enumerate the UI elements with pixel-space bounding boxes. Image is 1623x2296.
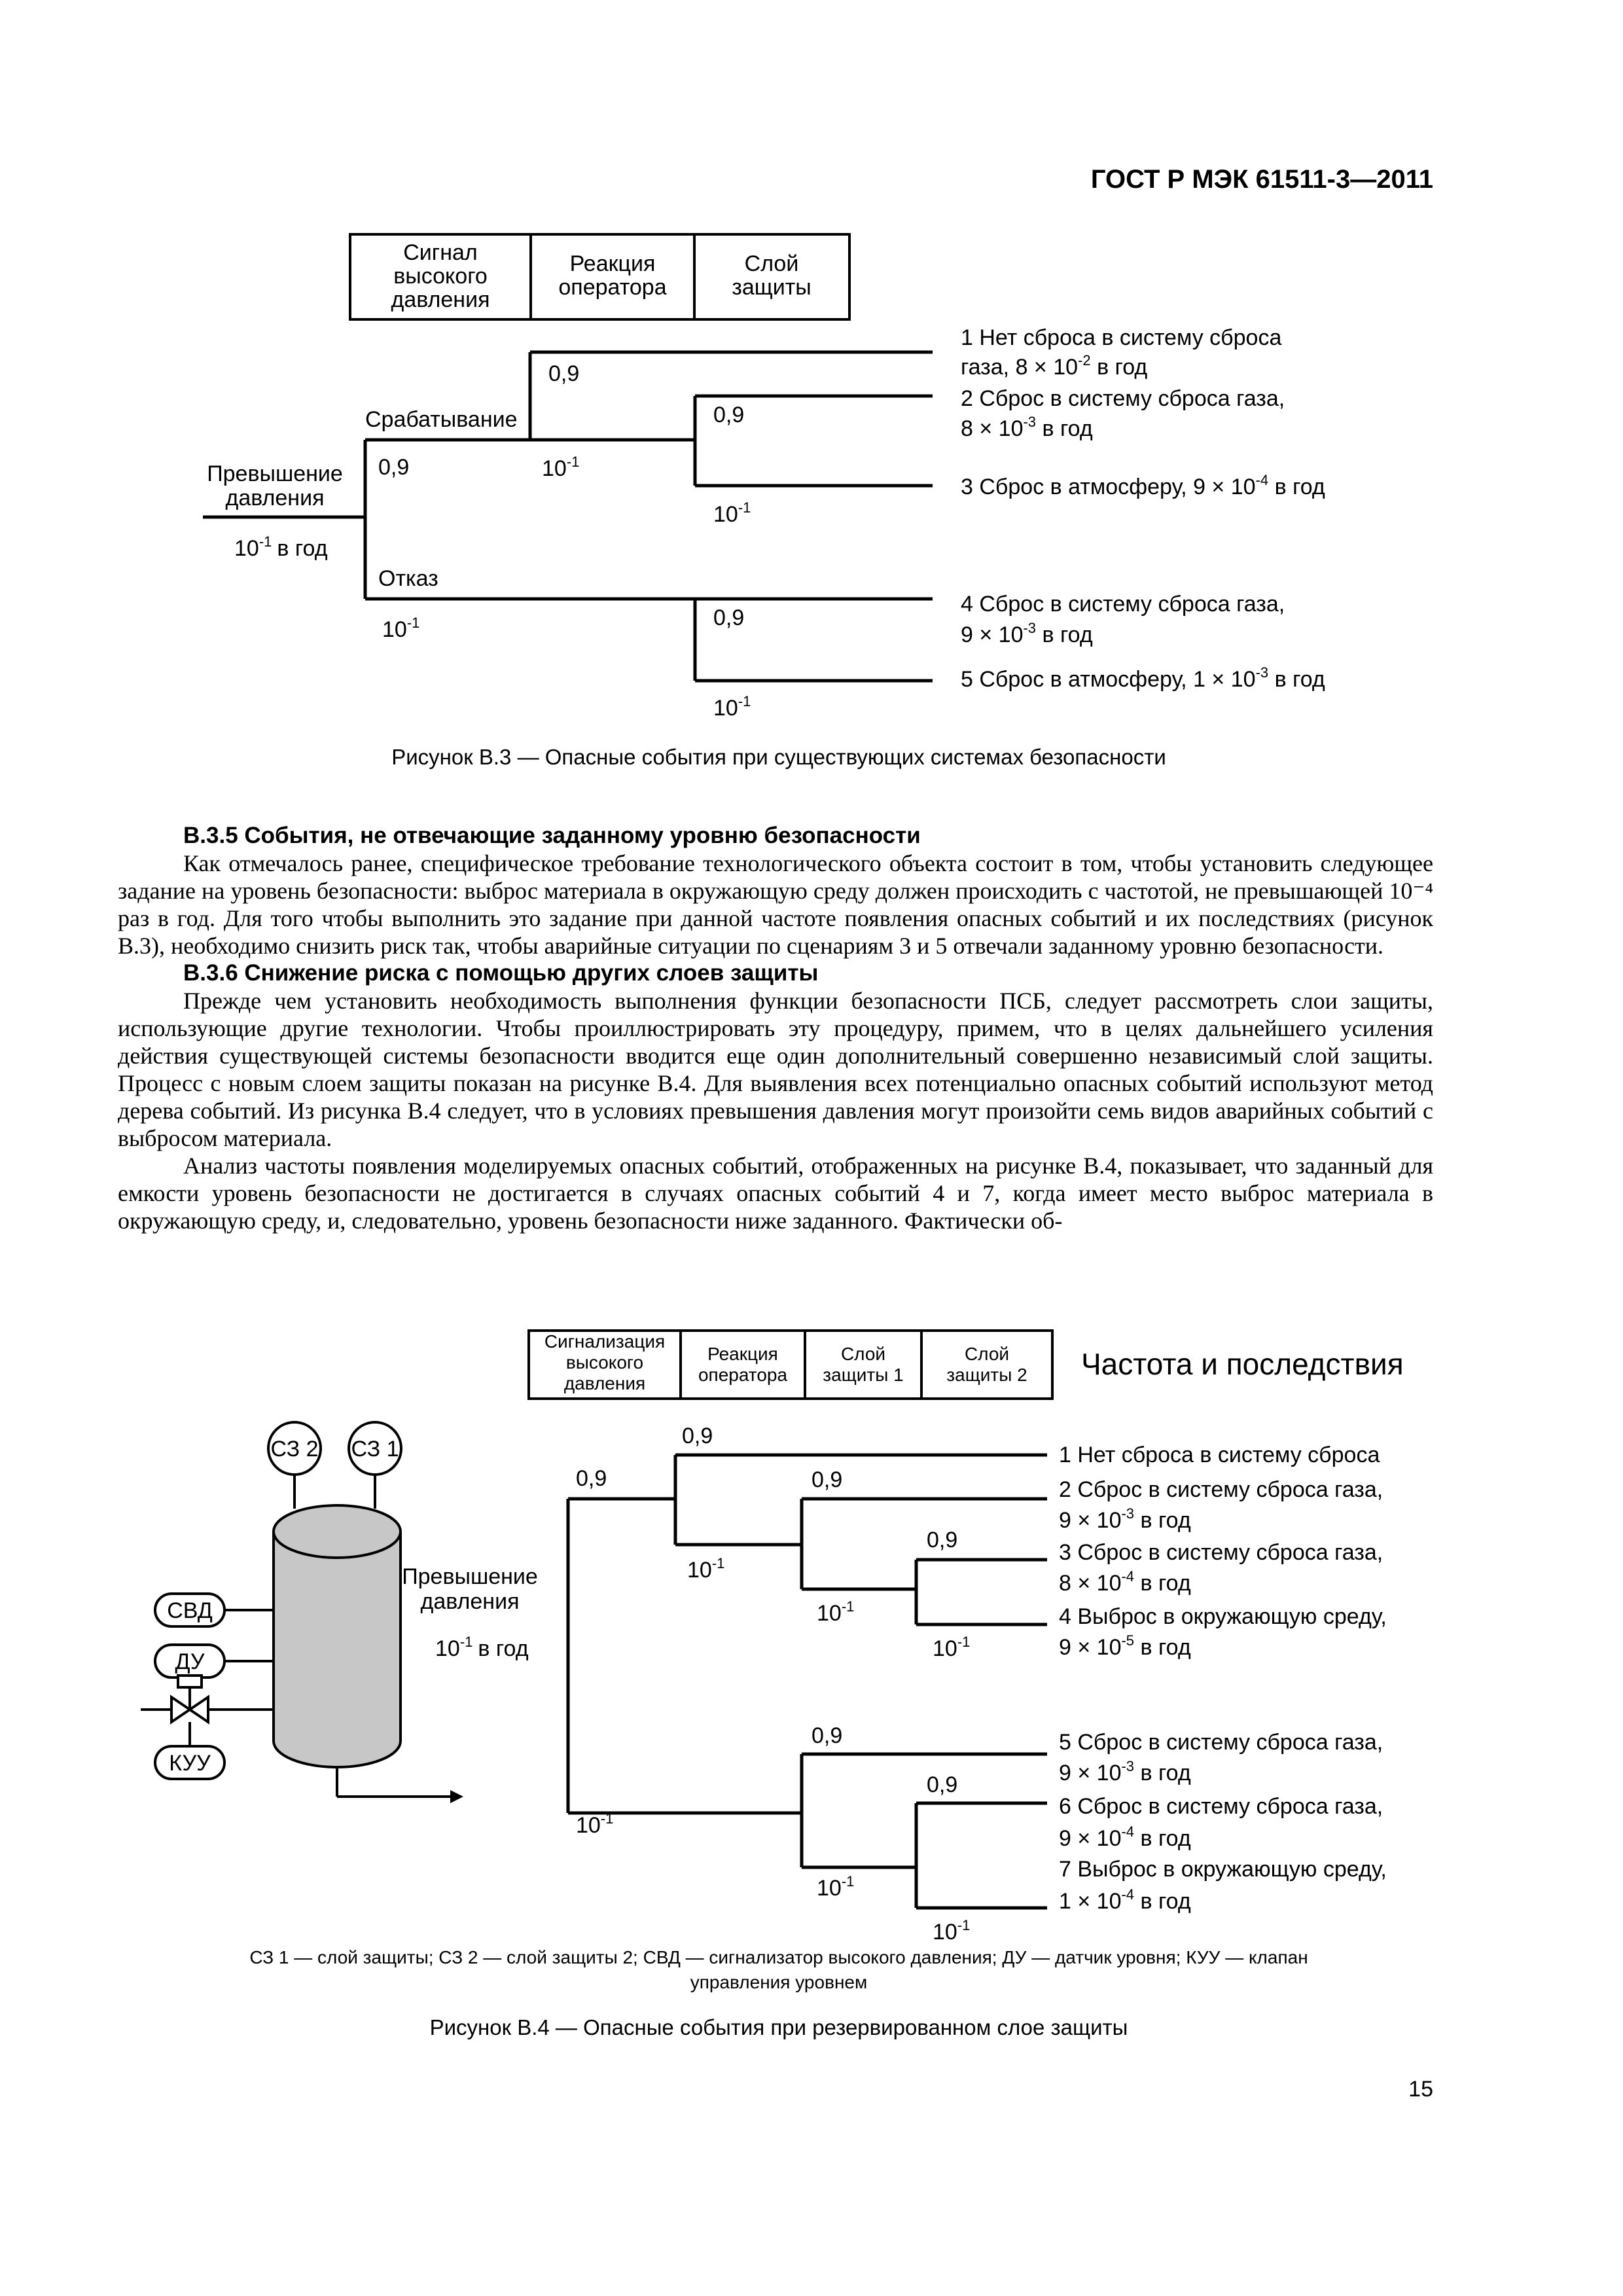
figure-b4: Сигнализация высокого давления Реакция о… [141, 1329, 1404, 2039]
fig3-caption: Рисунок В.3 — Опасные события при сущест… [391, 745, 1166, 769]
fig4-prob-l1-fail-a: 10-1 [817, 1598, 854, 1626]
outlet-arrow-icon [450, 1790, 463, 1803]
section-b36-paragraph-1: Прежде чем установить необходимость выпо… [118, 988, 1433, 1151]
fig3-prob-layer-fail-1: 10-1 [713, 499, 751, 527]
fig4-col1-line2: высокого [566, 1352, 643, 1372]
fig3-label-work: Срабатывание [365, 407, 518, 432]
figure-b3: Сигнал высокого давления Реакция операто… [203, 233, 1325, 769]
fig4-prob-l2-fail-a: 10-1 [933, 1634, 970, 1661]
fig3-outcome-5: 5 Сброс в атмосферу, 1 × 10-3 в год [961, 664, 1325, 692]
fig3-col2-line2: оператора [558, 275, 666, 300]
section-b35-title: В.3.5 События, не отвечающие заданному у… [183, 823, 921, 848]
fig3-prob-work: 0,9 [378, 455, 409, 480]
fig3-outcome-3: 3 Сброс в атмосферу, 9 × 10-4 в год [961, 472, 1325, 499]
fig4-outcome-4-line1: 4 Выброс в окружающую среду, [1059, 1604, 1387, 1629]
fig4-outcomes: 1 Нет сброса в систему сброса 2 Сброс в … [1059, 1443, 1387, 1914]
fig4-event-tree [566, 1453, 1047, 1910]
fig3-header-table: Сигнал высокого давления Реакция операто… [349, 233, 851, 321]
fig4-prob-l2-ok-a: 0,9 [927, 1528, 957, 1552]
fig3-root-label-line1: Превышение [207, 461, 343, 486]
fig4-outcome-6-line2: 9 × 10-4 в год [1059, 1823, 1191, 1851]
fig3-outcome-1-line2: газа, 8 × 10-2 в год [961, 352, 1147, 380]
fig4-prob-op-fail: 10-1 [687, 1555, 724, 1583]
fig4-prob-op-ok: 0,9 [682, 1424, 713, 1448]
fig4-prob-l1-ok-b: 0,9 [812, 1723, 842, 1748]
fig3-outcomes: 1 Нет сброса в систему сброса газа, 8 × … [961, 325, 1325, 692]
vessel-diagram: СЗ 2 СЗ 1 СВД ДУ КУУ [141, 1421, 463, 1803]
fig4-heading: Частота и последствия [1081, 1347, 1404, 1381]
fig4-outcome-4-line2: 9 × 10-5 в год [1059, 1632, 1191, 1660]
fig4-outcome-7-line2: 1 × 10-4 в год [1059, 1886, 1191, 1914]
fig4-outcome-2-line2: 9 × 10-3 в год [1059, 1505, 1191, 1533]
section-b36-title: В.3.6 Снижение риска с помощью других сл… [183, 960, 819, 986]
kuu-bubble [154, 1745, 226, 1780]
fig3-col1-line2: высокого [393, 264, 488, 289]
fig4-outcome-1: 1 Нет сброса в систему сброса [1059, 1443, 1380, 1467]
fig4-outcome-7-line1: 7 Выброс в окружающую среду, [1059, 1857, 1387, 1882]
fig4-col2-line1: Реакция [707, 1344, 778, 1364]
fig3-outcome-4-line2: 9 × 10-3 в год [961, 620, 1093, 647]
sz2-label: СЗ 2 [270, 1437, 318, 1462]
fig4-outcome-2-line1: 2 Сброс в систему сброса газа, [1059, 1477, 1383, 1502]
fig3-col3-line1: Слой [745, 251, 799, 276]
fig3-event-tree [203, 350, 933, 683]
fig4-caption: Рисунок В.4 — Опасные события при резерв… [430, 2015, 1128, 2039]
fig3-col1-line1: Сигнал [403, 240, 477, 265]
fig3-prob-layer-fail-2: 10-1 [713, 693, 751, 721]
document-code: ГОСТ Р МЭК 61511-3—2011 [1091, 165, 1433, 194]
fig4-outcome-5-line2: 9 × 10-3 в год [1059, 1758, 1191, 1785]
fig4-col2-line2: оператора [698, 1365, 787, 1385]
fig3-col3-line2: защиты [732, 275, 811, 300]
fig4-legend-line1: СЗ 1 — слой защиты; СЗ 2 — слой защиты 2… [249, 1947, 1308, 1967]
valve-icon [170, 1695, 192, 1725]
fig3-outcome-2-line2: 8 × 10-3 в год [961, 414, 1093, 441]
svd-label: СВД [167, 1598, 213, 1623]
fig4-prob-l1-fail-b: 10-1 [817, 1873, 854, 1901]
fig3-prob-layer-ok-2: 0,9 [713, 605, 744, 630]
fig3-col2-line1: Реакция [570, 251, 656, 276]
fig4-prob-alarm-fail: 10-1 [576, 1810, 613, 1838]
fig3-prob-fail: 10-1 [382, 615, 419, 642]
fig3-root-label-line2: давления [226, 486, 325, 511]
kuu-label: КУУ [169, 1751, 211, 1776]
fig4-outcome-3-line2: 8 × 10-4 в год [1059, 1568, 1191, 1596]
fig4-root-label-line1: Превышение [402, 1564, 538, 1589]
fig3-prob-op-fail: 10-1 [542, 454, 579, 481]
fig4-outcome-3-line1: 3 Сброс в систему сброса газа, [1059, 1540, 1383, 1565]
section-b35-paragraph: Как отмечалось ранее, специфическое треб… [118, 850, 1433, 959]
valve-actuator-icon [177, 1674, 203, 1689]
body-text: В.3.5 События, не отвечающие заданному у… [118, 822, 1433, 1234]
fig4-col3-line1: Слой [841, 1344, 885, 1364]
fig4-prob-alarm-ok: 0,9 [576, 1466, 607, 1491]
fig4-col3-line2: защиты 1 [823, 1365, 903, 1385]
fig4-col1-line1: Сигнализация [544, 1331, 665, 1352]
fig4-outcome-6-line1: 6 Сброс в систему сброса газа, [1059, 1794, 1383, 1819]
fig4-prob-l2-ok-b: 0,9 [927, 1772, 957, 1797]
fig4-col4-line1: Слой [965, 1344, 1009, 1364]
fig4-prob-l2-fail-b: 10-1 [933, 1917, 970, 1945]
fig4-col1-line3: давления [564, 1373, 645, 1393]
fig3-label-fail: Отказ [378, 566, 438, 591]
fig3-prob-op-ok: 0,9 [548, 361, 579, 386]
fig3-outcome-4-line1: 4 Сброс в систему сброса газа, [961, 592, 1285, 617]
section-b36-paragraph-2: Анализ частоты появления моделируемых оп… [118, 1153, 1433, 1234]
fig3-prob-layer-ok-1: 0,9 [713, 403, 744, 427]
fig3-outcome-2-line1: 2 Сброс в систему сброса газа, [961, 386, 1285, 411]
sz1-label: СЗ 1 [351, 1437, 399, 1462]
fig3-outcome-1-line1: 1 Нет сброса в систему сброса [961, 325, 1281, 350]
fig4-prob-l1-ok-a: 0,9 [812, 1467, 842, 1492]
page-number: 15 [1408, 2077, 1433, 2102]
fig4-legend-line2: управления уровнем [690, 1972, 867, 1992]
fig4-header-table: Сигнализация высокого давления Реакция о… [527, 1329, 1054, 1400]
du-label: ДУ [175, 1649, 204, 1674]
fig4-col4-line2: защиты 2 [946, 1365, 1027, 1385]
fig4-root-label-line2: давления [421, 1589, 520, 1614]
fig3-col1-line3: давления [391, 287, 490, 312]
fig4-outcome-5-line1: 5 Сброс в систему сброса газа, [1059, 1730, 1383, 1755]
